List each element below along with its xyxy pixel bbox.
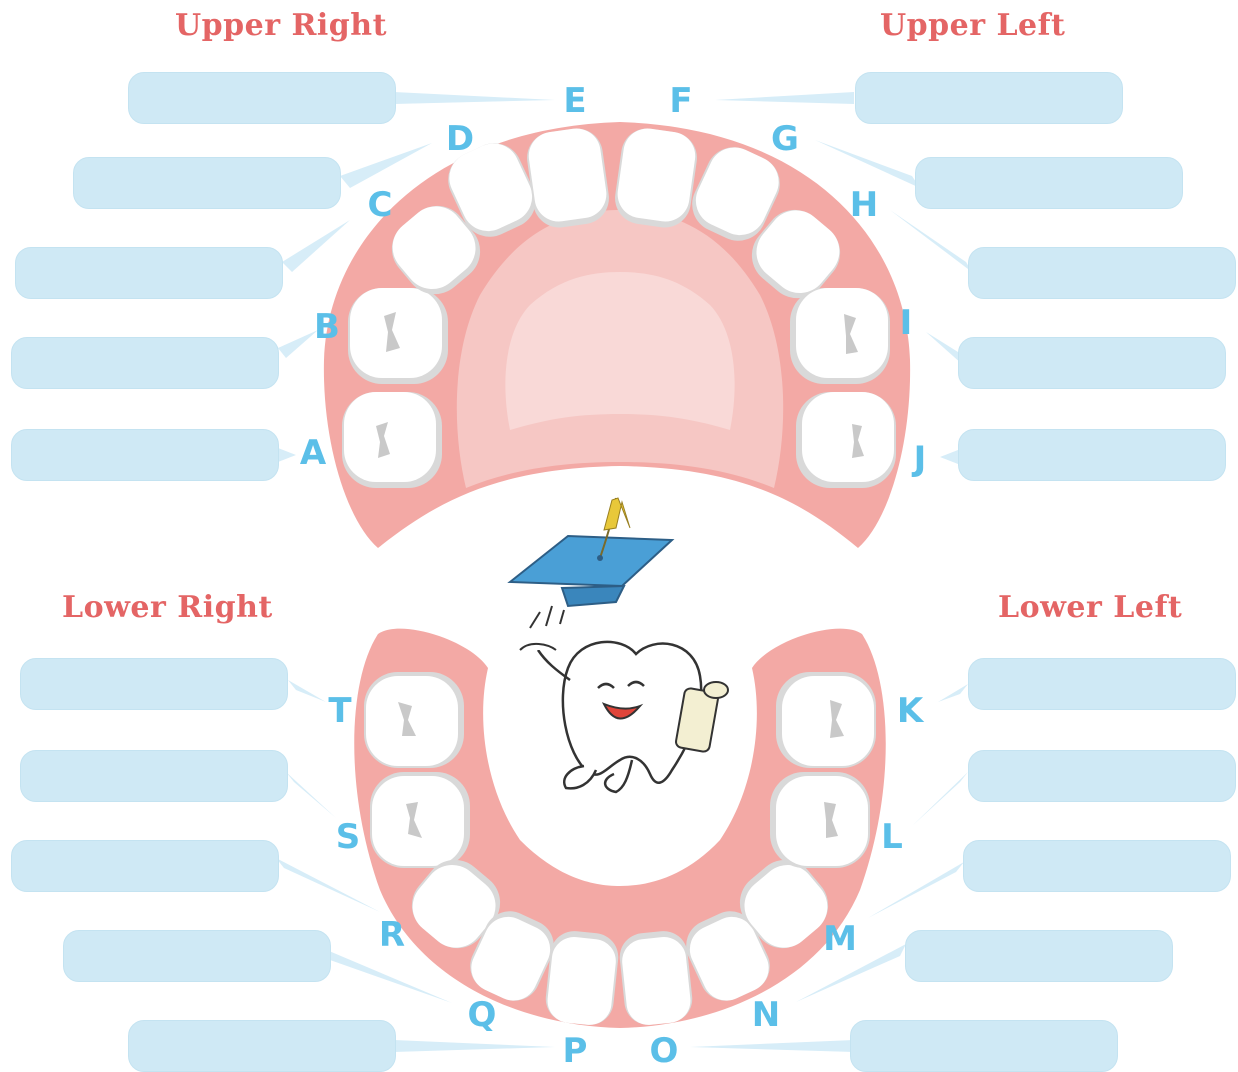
tooth-A bbox=[342, 392, 442, 488]
letter-Q: Q bbox=[468, 995, 497, 1035]
letter-I: I bbox=[900, 303, 913, 343]
answer-box-M[interactable] bbox=[963, 840, 1231, 892]
motion-lines bbox=[530, 606, 564, 628]
answer-box-D[interactable] bbox=[73, 157, 341, 209]
letter-O: O bbox=[650, 1031, 679, 1071]
tooth-S bbox=[370, 772, 470, 868]
tooth-O bbox=[617, 929, 694, 1028]
letter-G: G bbox=[771, 119, 799, 159]
letter-F: F bbox=[669, 81, 692, 121]
tooth-K bbox=[776, 672, 876, 768]
letter-R: R bbox=[379, 915, 405, 955]
answer-box-L[interactable] bbox=[968, 750, 1236, 802]
tooth-mascot-illustration bbox=[510, 498, 728, 792]
answer-box-A[interactable] bbox=[11, 429, 279, 481]
answer-box-Q[interactable] bbox=[63, 930, 331, 982]
answer-box-K[interactable] bbox=[968, 658, 1236, 710]
letter-A: A bbox=[300, 433, 327, 473]
tooth-E bbox=[524, 125, 613, 231]
answer-box-E[interactable] bbox=[128, 72, 396, 124]
letter-M: M bbox=[823, 919, 857, 959]
answer-box-C[interactable] bbox=[15, 247, 283, 299]
letter-N: N bbox=[752, 995, 780, 1035]
answer-box-S[interactable] bbox=[20, 750, 288, 802]
answer-box-R[interactable] bbox=[11, 840, 279, 892]
answer-box-P[interactable] bbox=[128, 1020, 396, 1072]
tooth-L bbox=[770, 772, 870, 868]
letter-K: K bbox=[897, 691, 925, 731]
answer-box-O[interactable] bbox=[850, 1020, 1118, 1072]
answer-box-T[interactable] bbox=[20, 658, 288, 710]
tooth-J bbox=[796, 392, 896, 488]
letter-C: C bbox=[368, 185, 393, 225]
tooth-B bbox=[348, 288, 448, 384]
letter-J: J bbox=[912, 439, 927, 479]
graduation-cap-icon bbox=[510, 498, 672, 606]
letter-H: H bbox=[850, 185, 878, 225]
answer-box-H[interactable] bbox=[968, 247, 1236, 299]
answer-box-N[interactable] bbox=[905, 930, 1173, 982]
letter-L: L bbox=[881, 817, 903, 857]
tooth-I bbox=[790, 288, 890, 384]
letter-S: S bbox=[336, 817, 361, 857]
answer-box-F[interactable] bbox=[855, 72, 1123, 124]
tooth-T bbox=[364, 672, 464, 768]
answer-box-B[interactable] bbox=[11, 337, 279, 389]
letter-B: B bbox=[314, 307, 340, 347]
tooth-P bbox=[543, 929, 620, 1028]
letter-T: T bbox=[328, 691, 352, 731]
letter-D: D bbox=[446, 119, 474, 159]
upper-jaw bbox=[324, 122, 910, 548]
letter-E: E bbox=[563, 81, 586, 121]
answer-box-G[interactable] bbox=[915, 157, 1183, 209]
letter-P: P bbox=[563, 1031, 588, 1071]
tooth-F bbox=[612, 125, 701, 231]
answer-box-J[interactable] bbox=[958, 429, 1226, 481]
answer-box-I[interactable] bbox=[958, 337, 1226, 389]
